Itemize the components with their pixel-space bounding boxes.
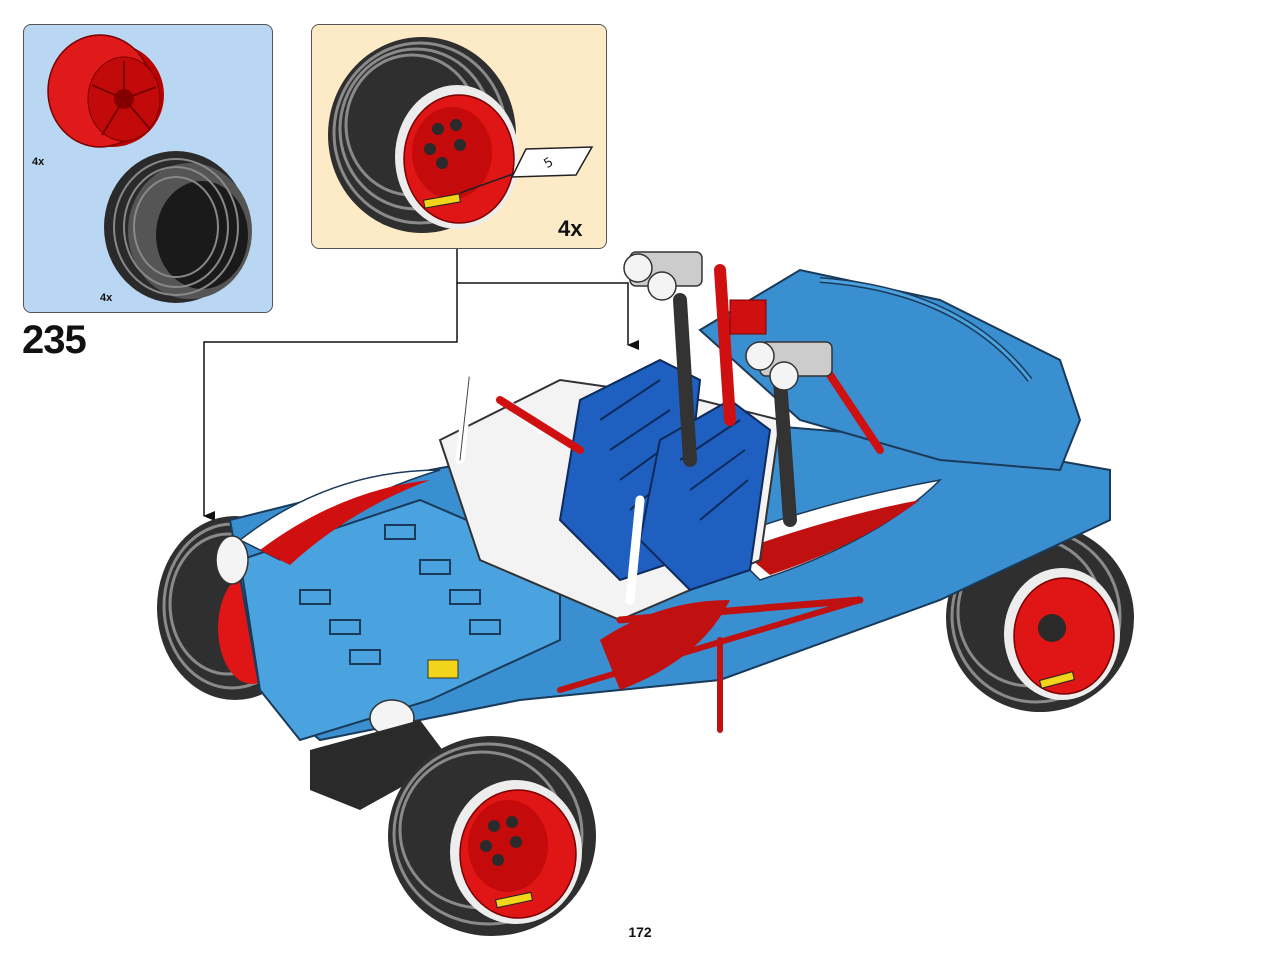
placement-arrows <box>203 249 639 521</box>
sub-assembly-panel: 5 4x <box>311 24 607 249</box>
tire-quantity: 4x <box>100 292 113 304</box>
parts-art <box>47 34 252 303</box>
wheel-art: 5 <box>328 37 594 233</box>
sub-assembly-quantity: 4x <box>558 216 583 241</box>
step-callout-icon: 5 <box>459 146 594 194</box>
page-number: 172 <box>628 924 652 940</box>
rim-quantity: 4x <box>32 156 45 168</box>
step-number: 235 <box>22 318 87 362</box>
wheel-icon <box>328 37 519 233</box>
rim-icon <box>47 34 164 148</box>
parts-list-panel: 4x 4x <box>23 24 273 313</box>
tire-icon <box>104 151 252 303</box>
roof-lights <box>623 251 833 391</box>
front-right-wheel <box>388 736 596 936</box>
rally-car-model <box>157 251 1134 936</box>
roll-cage <box>455 264 884 733</box>
